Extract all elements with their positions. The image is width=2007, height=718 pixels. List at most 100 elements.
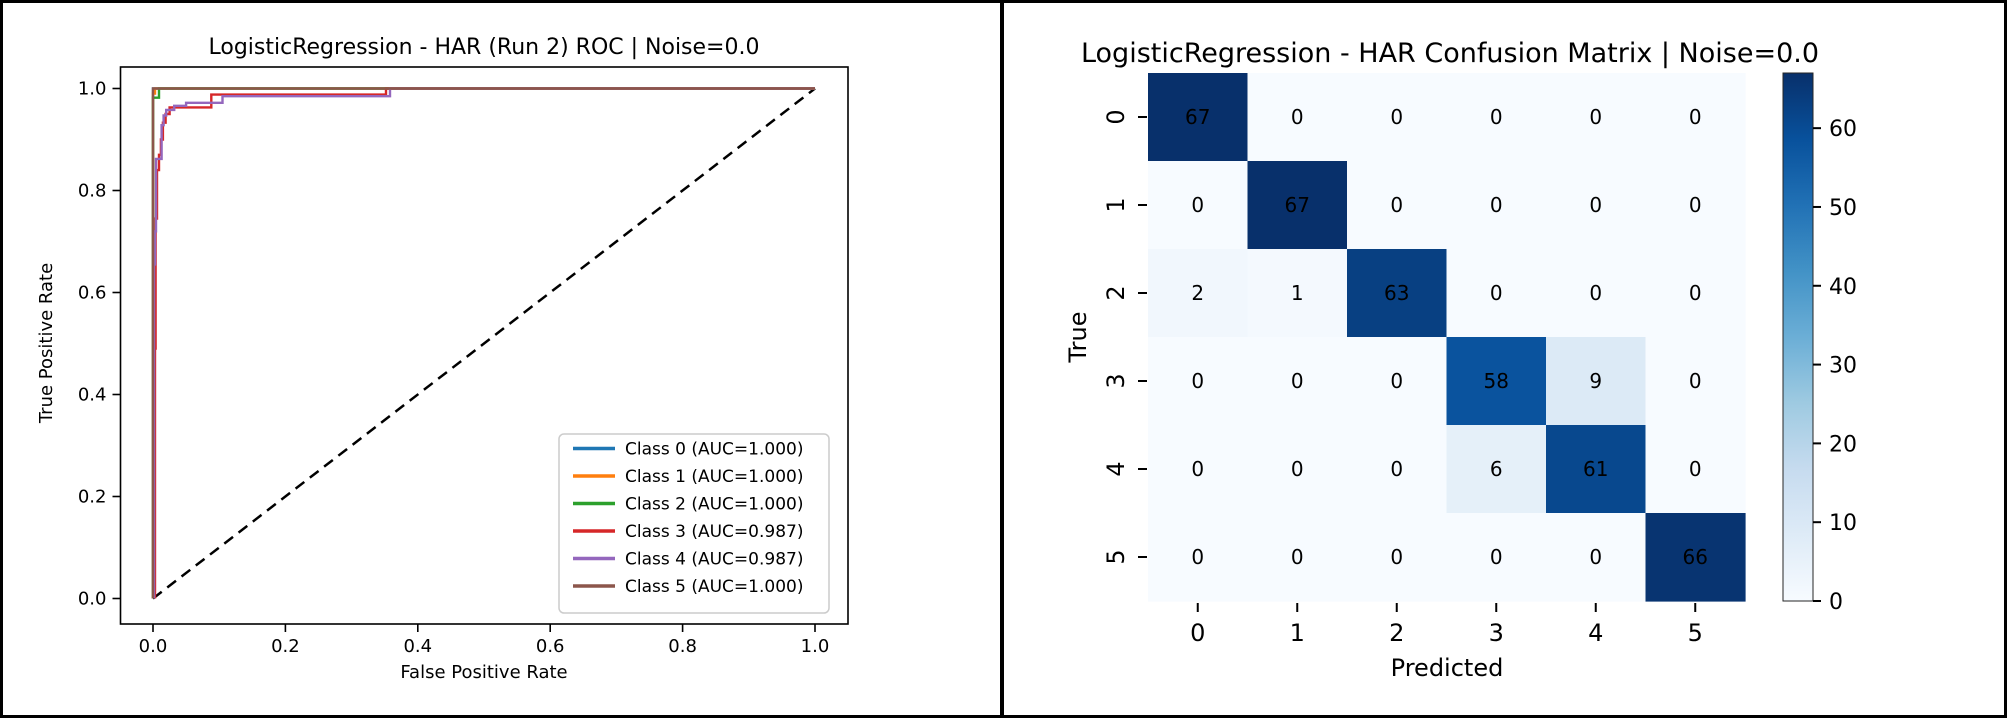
- matrix-cell-2-5: [1645, 249, 1746, 338]
- matrix-cell-4-5: [1645, 425, 1746, 514]
- matrix-cell-2-1: [1247, 249, 1348, 338]
- matrix-cell-5-2: [1347, 513, 1448, 602]
- roc-xtick-label: 1.0: [801, 636, 830, 657]
- matrix-cell-value: 0: [1490, 193, 1503, 217]
- cm-ytick-label: 1: [1102, 197, 1130, 212]
- matrix-cell-value: 0: [1490, 105, 1503, 129]
- matrix-cell-value: 0: [1689, 281, 1702, 305]
- roc-ytick-label: 0.4: [78, 385, 107, 406]
- matrix-cell-value: 0: [1589, 281, 1602, 305]
- colorbar-gradient: [1782, 72, 1814, 602]
- matrix-cell-value: 58: [1484, 369, 1509, 393]
- cm-xtick-label: 2: [1389, 619, 1404, 647]
- cm-axis-ticks: 0 1 2 3 4 5 0 1 2 3 4 5: [1102, 109, 1703, 647]
- roc-legend-label: Class 3 (AUC=0.987): [625, 522, 803, 542]
- cm-ytick-label: 3: [1102, 373, 1130, 388]
- matrix-cell-value: 0: [1291, 105, 1304, 129]
- matrix-cell-5-5: [1645, 513, 1746, 602]
- colorbar-tick-label: 60: [1829, 117, 1857, 142]
- matrix-cell-value: 0: [1191, 457, 1204, 481]
- matrix-cell-2-2: [1347, 249, 1448, 338]
- roc-xtick-label: 0.8: [668, 636, 697, 657]
- matrix-cell-value: 9: [1589, 369, 1602, 393]
- matrix-cell-0-1: [1247, 73, 1348, 162]
- matrix-cell-1-0: [1148, 161, 1249, 250]
- roc-legend-label: Class 1 (AUC=1.000): [625, 467, 803, 487]
- panel-divider: [1000, 0, 1004, 718]
- matrix-cell-3-1: [1247, 337, 1348, 426]
- matrix-cell-value: 0: [1490, 545, 1503, 569]
- matrix-cell-value: 0: [1291, 545, 1304, 569]
- matrix-cell-3-0: [1148, 337, 1249, 426]
- roc-legend-box: [558, 433, 830, 614]
- matrix-cell-2-0: [1148, 249, 1249, 338]
- matrix-cell-1-4: [1546, 161, 1647, 250]
- roc-legend-label: Class 2 (AUC=1.000): [625, 495, 803, 515]
- roc-ytick-label: 0.2: [78, 487, 107, 508]
- cm-ytick-label: 4: [1102, 461, 1130, 476]
- roc-plot-border: [119, 66, 849, 625]
- matrix-cell-value: 0: [1291, 369, 1304, 393]
- colorbar-tick-label: 0: [1829, 590, 1843, 615]
- matrix-cell-value: 0: [1589, 105, 1602, 129]
- roc-ytick-label: 0.8: [78, 181, 107, 202]
- roc-legend-label: Class 4 (AUC=0.987): [625, 550, 803, 570]
- roc-curve-class-5: [151, 87, 815, 599]
- matrix-cell-4-1: [1247, 425, 1348, 514]
- matrix-cell-value: 0: [1390, 369, 1403, 393]
- matrix-cell-value: 0: [1689, 193, 1702, 217]
- cm-xtick-label: 4: [1588, 619, 1603, 647]
- cm-yaxis-label: True: [1064, 312, 1092, 364]
- matrix-cell-value: 63: [1384, 281, 1409, 305]
- colorbar-tick-label: 30: [1829, 354, 1857, 379]
- matrix-cell-value: 0: [1589, 545, 1602, 569]
- matrix-cell-4-0: [1148, 425, 1249, 514]
- matrix-cell-value: 2: [1191, 281, 1204, 305]
- cm-ytick-label: 5: [1102, 549, 1130, 564]
- roc-title: LogisticRegression - HAR (Run 2) ROC | N…: [209, 35, 760, 60]
- matrix-cell-value: 1: [1291, 281, 1304, 305]
- matrix-cell-5-4: [1546, 513, 1647, 602]
- matrix-cell-value: 0: [1191, 369, 1204, 393]
- matrix-cell-3-4: [1546, 337, 1647, 426]
- matrix-cell-4-4: [1546, 425, 1647, 514]
- cm-xtick-label: 5: [1688, 619, 1703, 647]
- matrix-cell-value: 61: [1583, 457, 1608, 481]
- matrix-cell-value: 67: [1285, 193, 1310, 217]
- matrix-cell-1-5: [1645, 161, 1746, 250]
- matrix-cell-1-1: [1247, 161, 1348, 250]
- roc-legend-label: Class 0 (AUC=1.000): [625, 440, 803, 460]
- roc-curve-class-4: [152, 87, 815, 599]
- matrix-cell-value: 0: [1291, 457, 1304, 481]
- roc-ytick-label: 1.0: [78, 79, 107, 100]
- matrix-cell-0-2: [1347, 73, 1448, 162]
- matrix-cell-value: 0: [1390, 545, 1403, 569]
- matrix-cell-3-3: [1446, 337, 1547, 426]
- matrix-cell-value: 0: [1689, 457, 1702, 481]
- matrix-cell-4-2: [1347, 425, 1448, 514]
- matrix-cell-2-3: [1446, 249, 1547, 338]
- matrix-cell-value: 0: [1490, 281, 1503, 305]
- cm-title: LogisticRegression - HAR Confusion Matri…: [1081, 38, 1819, 69]
- matrix-cell-3-5: [1645, 337, 1746, 426]
- roc-ytick-label: 0.0: [78, 589, 107, 610]
- roc-xtick-label: 0.0: [139, 636, 168, 657]
- matrix-cell-value: 66: [1683, 545, 1708, 569]
- matrix-cell-5-3: [1446, 513, 1547, 602]
- cm-xtick-label: 3: [1489, 619, 1504, 647]
- matrix-cell-value: 0: [1390, 105, 1403, 129]
- colorbar-tick-label: 50: [1829, 196, 1857, 221]
- matrix-cell-value: 67: [1185, 105, 1210, 129]
- roc-yaxis-label: True Positive Rate: [36, 263, 57, 424]
- cm-ytick-label: 0: [1102, 109, 1130, 124]
- matrix-cell-0-5: [1645, 73, 1746, 162]
- colorbar-tick-label: 10: [1829, 511, 1857, 536]
- roc-curves: [151, 87, 816, 600]
- matrix-cell-value: 0: [1689, 105, 1702, 129]
- matrix-cell-value: 0: [1191, 545, 1204, 569]
